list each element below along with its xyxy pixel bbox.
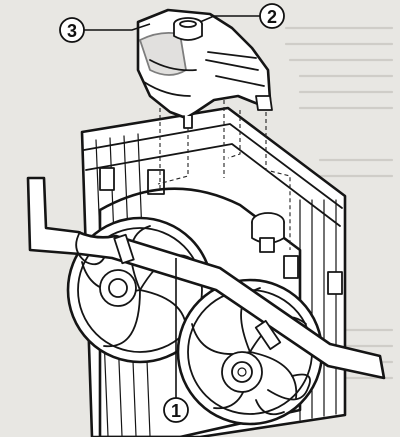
upper-hose [26, 176, 386, 380]
overflow-hose [75, 231, 311, 416]
radiator-filler-neck [251, 212, 285, 253]
callout-2: 2 [199, 3, 285, 29]
callout-1: 1 [163, 258, 189, 423]
callout-3-label: 3 [67, 21, 77, 41]
alignment-guides [157, 100, 291, 250]
callout-1-label: 1 [171, 401, 181, 421]
reservoir-tank [136, 8, 273, 129]
callout-3: 3 [59, 17, 151, 43]
reservoir-cap [173, 17, 203, 41]
callout-2-label: 2 [267, 7, 277, 27]
